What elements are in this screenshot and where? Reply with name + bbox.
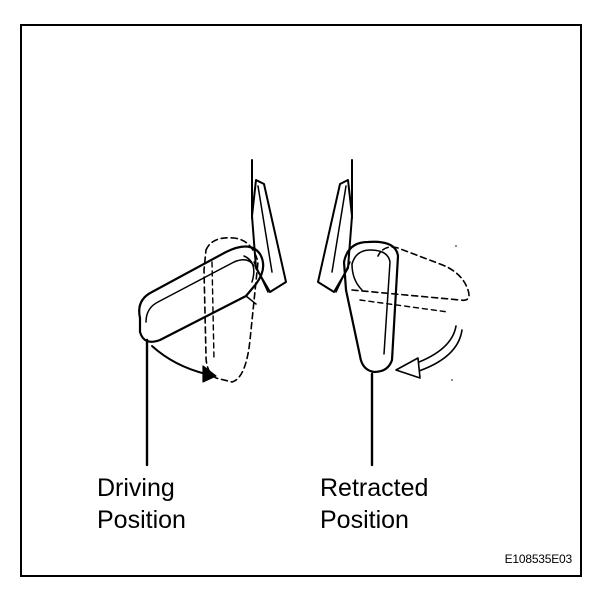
retracted-mirror [317,159,470,467]
mirror-housing-driving [138,245,265,343]
driving-mirror [138,159,287,467]
dashed-outline-right [351,246,470,302]
retracted-position-label: Retracted Position [320,472,428,536]
retracted-label-line1: Retracted [320,474,429,502]
driving-label-line1: Driving [97,474,175,502]
driving-label-line2: Position [97,506,186,534]
mirror-base-right [317,179,353,293]
swing-arrow-driving [151,345,207,375]
figure-code: E108535E03 [504,552,573,566]
driving-position-label: Driving Position [97,472,186,536]
diagram-frame [20,24,582,577]
swing-arrow-retracted [413,325,457,365]
mirror-housing-retracted [342,240,400,374]
retracted-label-line2: Position [320,506,409,534]
